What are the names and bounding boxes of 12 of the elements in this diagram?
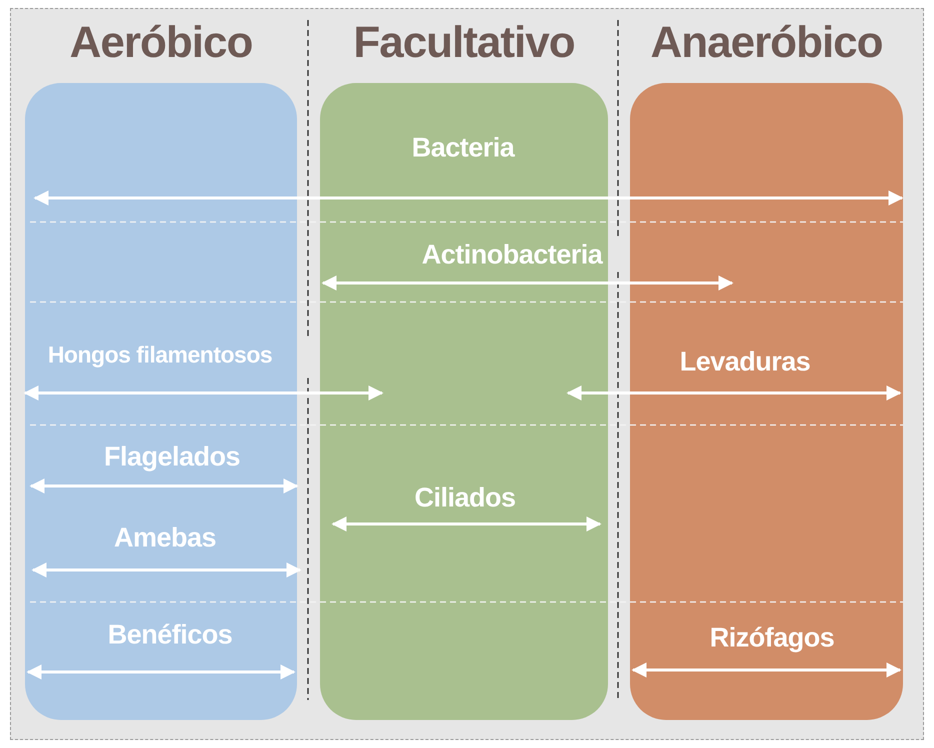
- column-heading: Anaeróbico: [649, 18, 884, 68]
- organism-label: Ciliados: [414, 482, 516, 514]
- organism-label: Rizófagos: [710, 622, 834, 654]
- column-heading: Aeróbico: [68, 18, 254, 68]
- organism-label: Actinobacteria: [422, 240, 602, 270]
- organism-label: Levaduras: [680, 346, 810, 378]
- organism-label: Flagelados: [104, 442, 240, 472]
- organism-label: Benéficos: [108, 620, 232, 650]
- column-heading: Facultativo: [352, 18, 576, 68]
- organism-label: Hongos filamentosos: [48, 342, 272, 368]
- organism-label: Bacteria: [412, 132, 514, 164]
- organism-label: Amebas: [114, 522, 216, 554]
